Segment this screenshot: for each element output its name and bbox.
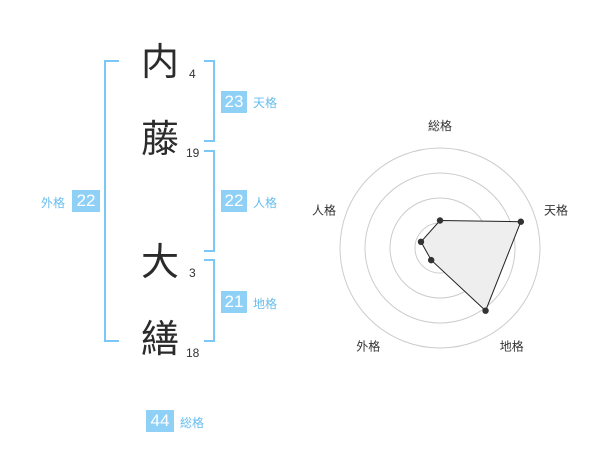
chikaku-label: 地格 xyxy=(253,297,278,311)
tenkaku-bracket xyxy=(204,60,215,142)
chikaku-value: 21 xyxy=(221,291,247,313)
stroke-count-1: 4 xyxy=(189,67,196,81)
radar-axis-label-5: 人格 xyxy=(312,202,336,217)
radar-axis-label-3: 地格 xyxy=(500,339,524,354)
radar-point-1 xyxy=(436,217,444,224)
chikaku-bracket xyxy=(204,259,215,342)
gaikaku-value: 22 xyxy=(72,190,100,212)
soukaku-value: 44 xyxy=(146,410,174,432)
radar-ring-3 xyxy=(364,172,516,324)
jinkaku-value: 22 xyxy=(221,190,247,212)
radar-axis-label-1: 総格 xyxy=(428,118,452,133)
radar-grid xyxy=(339,147,541,349)
gaikaku-label: 外格 xyxy=(41,196,66,210)
name-char-3: 大 xyxy=(141,240,180,284)
stroke-count-3: 3 xyxy=(189,266,196,280)
radar-points xyxy=(417,217,525,314)
radar-point-3 xyxy=(482,307,489,314)
jinkaku-bracket xyxy=(204,150,215,252)
radar-point-4 xyxy=(427,256,435,264)
tenkaku-label: 天格 xyxy=(253,96,278,110)
name-char-1: 内 xyxy=(141,40,180,84)
name-char-4: 繕 xyxy=(141,317,180,361)
stroke-count-2: 19 xyxy=(186,146,200,160)
stroke-count-4: 18 xyxy=(186,346,200,360)
gaikaku-bracket xyxy=(104,60,119,342)
radar-axis-label-2: 天格 xyxy=(544,202,568,217)
radar-series-area xyxy=(420,219,522,312)
radar-point-2 xyxy=(517,218,525,225)
radar-ring-4 xyxy=(339,147,541,349)
tenkaku-value: 23 xyxy=(221,91,247,113)
radar-point-5 xyxy=(417,238,425,246)
jinkaku-label: 人格 xyxy=(253,196,278,210)
radar-axis-label-4: 外格 xyxy=(356,339,380,354)
name-char-2: 藤 xyxy=(141,117,180,161)
soukaku-label: 総格 xyxy=(180,416,205,430)
